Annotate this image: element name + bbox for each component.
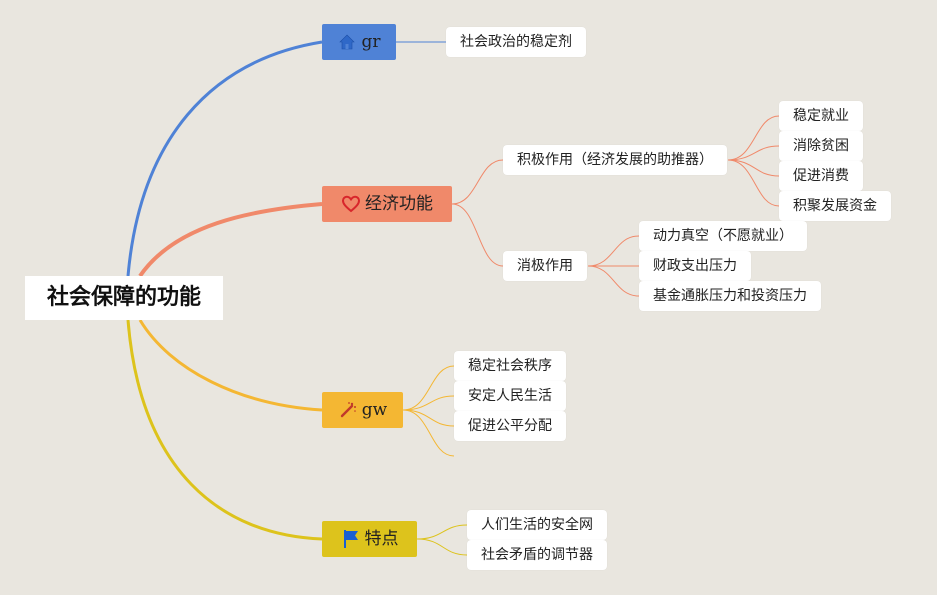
econ-positive-child-1[interactable]: 稳定就业 — [779, 101, 863, 131]
gw-child-2[interactable]: 安定人民生活 — [454, 381, 566, 411]
econ-negative-child-2[interactable]: 财政支出压力 — [639, 251, 751, 281]
branch-gw[interactable]: gw — [322, 392, 403, 428]
econ-positive[interactable]: 积极作用（经济发展的助推器） — [503, 145, 727, 175]
gr-child-1[interactable]: 社会政治的稳定剂 — [446, 27, 586, 57]
branch-feat-label: 特点 — [364, 529, 399, 549]
gw-child-1[interactable]: 稳定社会秩序 — [454, 351, 566, 381]
branch-feat[interactable]: 特点 — [322, 521, 417, 557]
edge-econ-positive — [451, 159, 504, 205]
feat-child-2[interactable]: 社会矛盾的调节器 — [467, 540, 607, 570]
econ-positive-child-3[interactable]: 促进消费 — [779, 161, 863, 191]
edge-root-econ — [138, 202, 323, 278]
branch-gr[interactable]: gr — [322, 24, 396, 60]
econ-negative-child-3[interactable]: 基金通胀压力和投资压力 — [639, 281, 821, 311]
branch-econ[interactable]: 经济功能 — [322, 186, 452, 222]
branch-econ-label: 经济功能 — [365, 194, 433, 214]
econ-positive-child-4[interactable]: 积聚发展资金 — [779, 191, 891, 221]
edge-econ-negative — [451, 203, 504, 267]
edge-root-feat — [126, 319, 323, 541]
branch-gw-label: gw — [361, 400, 388, 420]
feat-child-1[interactable]: 人们生活的安全网 — [467, 510, 607, 540]
flag-icon — [341, 529, 361, 549]
house-icon — [337, 32, 357, 52]
magic-wand-icon — [338, 400, 358, 420]
root-topic[interactable]: 社会保障的功能 — [25, 276, 223, 320]
econ-negative[interactable]: 消极作用 — [503, 251, 587, 281]
edge-root-gw — [138, 319, 323, 412]
gw-child-3[interactable]: 促进公平分配 — [454, 411, 566, 441]
branch-gr-label: gr — [361, 32, 381, 52]
heart-icon — [341, 194, 361, 214]
edge-root-gr — [126, 40, 323, 277]
econ-negative-child-1[interactable]: 动力真空（不愿就业） — [639, 221, 807, 251]
econ-positive-child-2[interactable]: 消除贫困 — [779, 131, 863, 161]
